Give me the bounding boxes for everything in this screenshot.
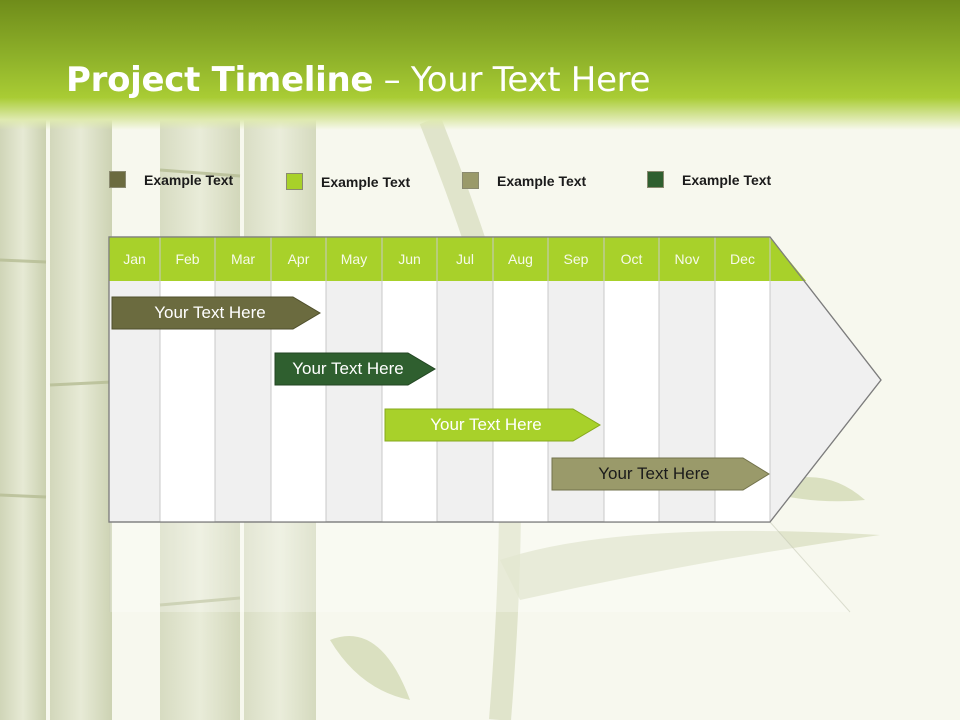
legend-label: Example Text <box>497 172 587 189</box>
month-label: Jun <box>398 251 421 267</box>
month-label: Aug <box>508 251 533 267</box>
task-label-1: Your Text Here <box>154 303 266 322</box>
month-label: Nov <box>674 251 700 267</box>
legend-item-3: Example Text <box>462 172 586 189</box>
month-label: Jan <box>123 251 146 267</box>
month-label: Mar <box>230 251 256 267</box>
task-bar-3 <box>384 408 601 442</box>
legend-label: Example Text <box>321 173 411 190</box>
month-label: Apr <box>287 251 310 267</box>
month-label: Oct <box>620 251 643 267</box>
task-bar-4 <box>551 457 770 491</box>
legend-swatch <box>109 171 126 188</box>
month-label: May <box>340 251 368 267</box>
legend-swatch <box>286 173 303 190</box>
legend-label: Example Text <box>682 171 772 188</box>
legend-swatch <box>647 171 664 188</box>
legend-swatch <box>462 172 479 189</box>
month-label: Jul <box>456 251 474 267</box>
task-label-2: Your Text Here <box>292 359 404 378</box>
header-band <box>0 0 960 130</box>
month-label: Dec <box>730 251 755 267</box>
legend-item-1: Example Text <box>109 171 233 188</box>
legend-item-2: Example Text <box>286 173 410 190</box>
task-label-4: Your Text Here <box>598 464 710 483</box>
task-bar-2 <box>274 352 436 386</box>
task-label-3: Your Text Here <box>430 415 542 434</box>
month-label: Sep <box>563 251 589 267</box>
task-bar-1 <box>111 296 321 330</box>
title-rest: – Your Text Here <box>373 60 651 100</box>
legend-item-4: Example Text <box>647 171 771 188</box>
title-bold: Project Timeline <box>66 60 374 100</box>
page-title: Project Timeline – Your Text Here <box>66 60 651 100</box>
month-label: Feb <box>175 251 200 267</box>
legend-label: Example Text <box>144 171 234 188</box>
